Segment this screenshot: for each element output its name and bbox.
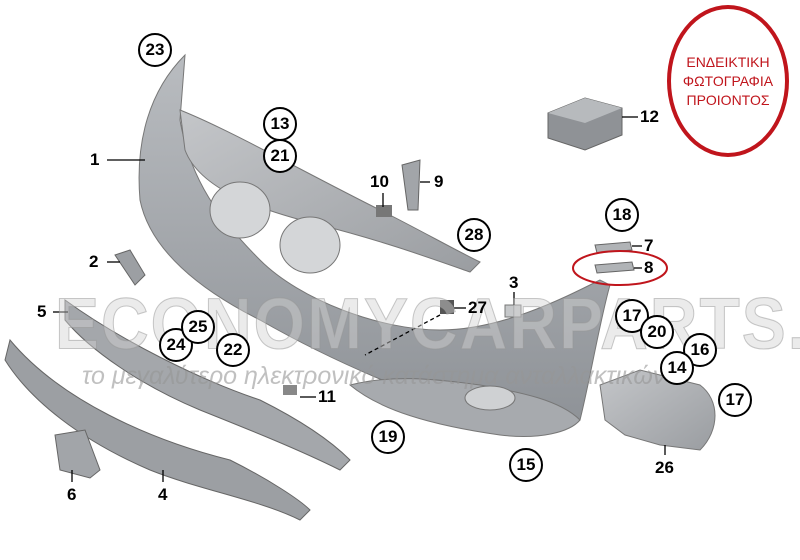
callout-22[interactable]: 22 xyxy=(216,333,250,367)
indicative-photo-stamp: ΕΝΔΕΙΚΤΙΚΗ ΦΩΤΟΓΡΑΦΙΑ ΠΡΟΙΟΝΤΟΣ xyxy=(667,5,789,157)
callout-26[interactable]: 26 xyxy=(655,458,674,477)
callout-15[interactable]: 15 xyxy=(509,448,543,482)
highlight-ring xyxy=(572,250,668,286)
part-27 xyxy=(440,300,454,314)
callout-14[interactable]: 14 xyxy=(660,351,694,385)
stamp-line: ΦΩΤΟΓΡΑΦΙΑ xyxy=(682,72,774,89)
watermark-tagline: το μεγαλύτερο ηλεκτρονικό κατάστημα αντα… xyxy=(82,362,666,390)
bumper-lower xyxy=(348,378,581,438)
kidney-grille-right xyxy=(279,216,341,274)
leader-lines xyxy=(53,116,666,482)
callout-5[interactable]: 5 xyxy=(37,302,47,321)
part-12-top xyxy=(548,98,622,123)
side-bracket xyxy=(599,369,716,451)
lower-grille-5 xyxy=(64,299,351,471)
part-6 xyxy=(54,429,101,479)
callout-27[interactable]: 27 xyxy=(468,298,487,317)
callout-19[interactable]: 19 xyxy=(371,420,405,454)
callout-20[interactable]: 20 xyxy=(640,315,674,349)
callout-17b[interactable]: 17 xyxy=(718,383,752,417)
callout-4[interactable]: 4 xyxy=(158,485,168,504)
callout-8[interactable]: 8 xyxy=(644,258,654,277)
callout-23[interactable]: 23 xyxy=(138,33,172,67)
callout-12[interactable]: 12 xyxy=(640,107,659,126)
callout-2[interactable]: 2 xyxy=(89,252,99,271)
part-3 xyxy=(504,304,522,318)
callout-11[interactable]: 11 xyxy=(318,387,336,406)
callout-21[interactable]: 21 xyxy=(263,139,297,173)
part-9 xyxy=(401,159,421,211)
part-11 xyxy=(283,385,297,395)
stamp-line: ΠΡΟΙΟΝΤΟΣ xyxy=(686,91,770,108)
callout-1[interactable]: 1 xyxy=(90,150,100,169)
callout-7[interactable]: 7 xyxy=(644,236,654,255)
part-8 xyxy=(594,261,635,274)
callout-9[interactable]: 9 xyxy=(434,172,444,191)
callout-6[interactable]: 6 xyxy=(67,485,77,504)
callout-13[interactable]: 13 xyxy=(263,107,297,141)
fog-light-opening xyxy=(464,385,516,411)
callout-18[interactable]: 18 xyxy=(605,198,639,232)
part-2 xyxy=(114,249,146,286)
stamp-line: ΕΝΔΕΙΚΤΙΚΗ xyxy=(686,53,770,70)
callout-3[interactable]: 3 xyxy=(509,273,519,292)
callout-10[interactable]: 10 xyxy=(370,172,389,191)
part-10 xyxy=(376,205,392,217)
kidney-grille-left xyxy=(209,181,271,239)
callout-25[interactable]: 25 xyxy=(181,310,215,344)
callout-28[interactable]: 28 xyxy=(457,218,491,252)
